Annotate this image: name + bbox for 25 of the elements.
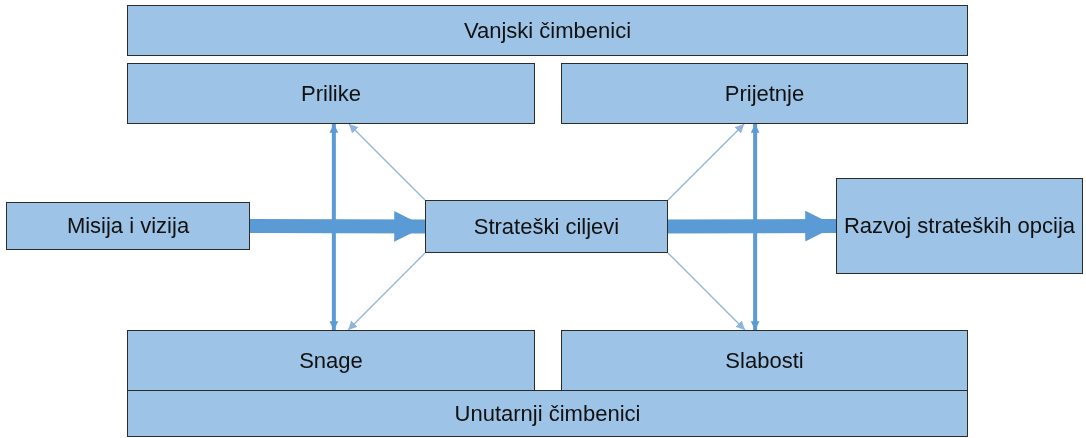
process-box xyxy=(127,330,535,391)
process-box xyxy=(561,330,968,391)
process-box xyxy=(127,5,968,56)
process-box xyxy=(6,202,250,250)
arrow xyxy=(667,252,746,331)
box-label: Unutarnji čimbenici xyxy=(453,399,642,428)
box-label: Slabosti xyxy=(724,346,805,375)
process-box xyxy=(127,390,968,437)
process-box xyxy=(127,63,535,124)
box-label: Razvoj strateških opcija xyxy=(842,212,1077,240)
process-box xyxy=(836,178,1083,274)
block-arrow xyxy=(750,124,760,330)
box-label: Misija i vizija xyxy=(65,212,191,240)
box-label: Prilike xyxy=(300,79,362,108)
arrow xyxy=(348,123,426,201)
arrow xyxy=(667,123,745,201)
box-label: Vanjski čimbenici xyxy=(462,16,633,45)
process-box xyxy=(561,63,968,124)
block-arrow xyxy=(249,211,426,242)
process-box xyxy=(425,200,668,253)
box-label: Strateški ciljevi xyxy=(472,212,621,241)
box-label: Prijetnje xyxy=(723,79,806,108)
block-arrow xyxy=(329,124,339,330)
box-label: Snage xyxy=(298,346,364,375)
arrow xyxy=(347,252,426,331)
